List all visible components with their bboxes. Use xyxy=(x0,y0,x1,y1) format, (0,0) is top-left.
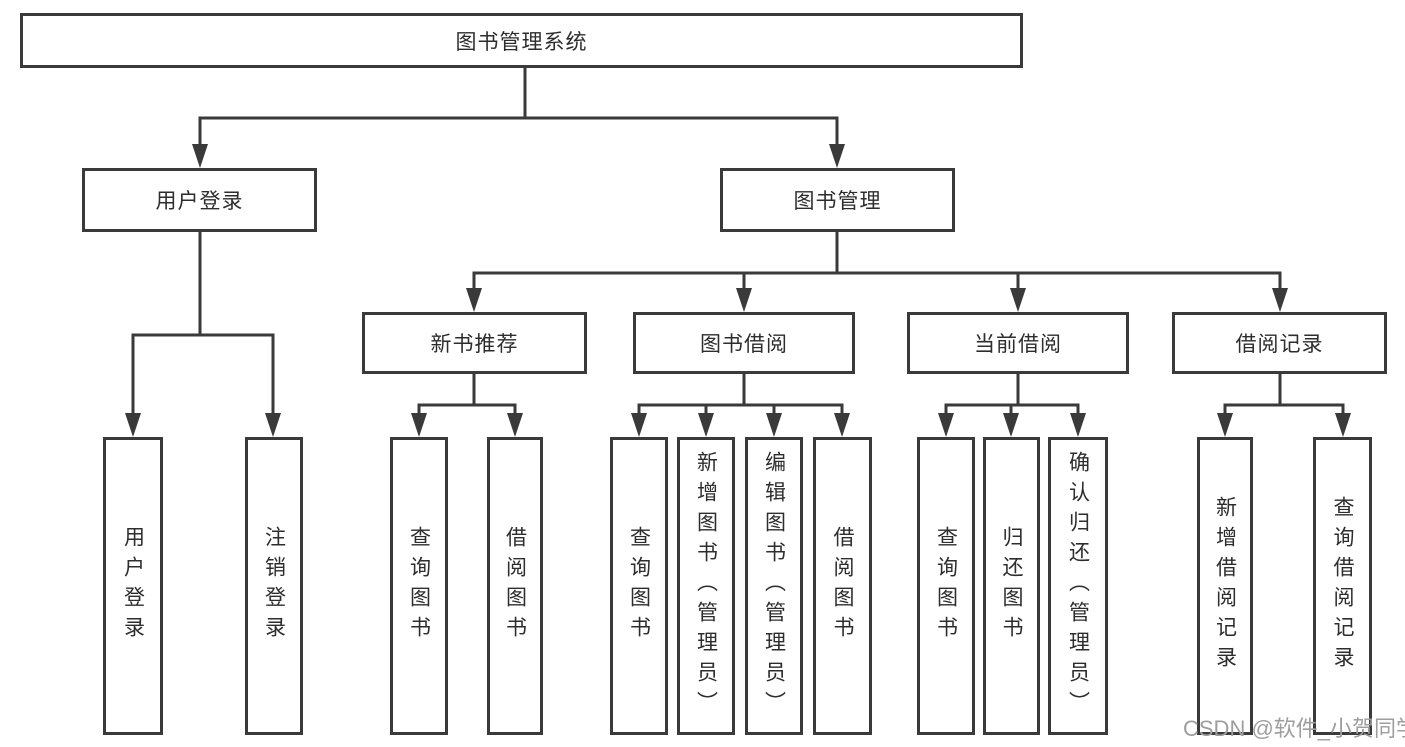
leaf-query-borrow-record: 查询借阅记录 xyxy=(1313,437,1372,735)
node-label: 当前借阅 xyxy=(974,333,1062,356)
leaf-query-books-current: 查询图书 xyxy=(917,437,975,735)
arrow-down-icon xyxy=(834,413,850,437)
leaf-confirm-return-admin: 确认归还（管理员） xyxy=(1048,437,1108,735)
arrow-down-icon xyxy=(938,413,954,437)
node-book-management: 图书管理 xyxy=(720,168,955,232)
csdn-watermark: CSDN @软件_小贺同学 xyxy=(1183,716,1405,741)
arrow-down-icon xyxy=(736,288,752,312)
node-label: 新书推荐 xyxy=(430,333,519,356)
arrow-down-icon xyxy=(1070,413,1086,437)
node-label: 查询借阅记录 xyxy=(1331,496,1354,676)
arrow-down-icon xyxy=(466,288,482,312)
arrow-down-icon xyxy=(125,413,141,437)
node-label: 用户登录 xyxy=(121,526,145,646)
arrow-down-icon xyxy=(1272,288,1288,312)
node-label: 用户登录 xyxy=(155,190,244,213)
arrow-down-icon xyxy=(507,413,523,437)
node-label: 查询图书 xyxy=(627,526,651,646)
arrow-down-icon xyxy=(829,144,845,168)
arrow-down-icon xyxy=(192,144,208,168)
node-label: 注销登录 xyxy=(262,526,286,646)
node-label: 借阅图书 xyxy=(831,526,854,646)
leaf-query-books-borrowing: 查询图书 xyxy=(610,437,668,735)
arrow-down-icon xyxy=(1010,288,1026,312)
node-label: 编辑图书（管理员） xyxy=(762,451,786,721)
node-label: 借阅记录 xyxy=(1235,333,1324,356)
node-label: 图书管理系统 xyxy=(455,30,588,54)
node-label: 确认归还（管理员） xyxy=(1066,451,1090,721)
arrow-down-icon xyxy=(265,413,281,437)
leaf-logout: 注销登录 xyxy=(245,437,303,735)
arrow-down-icon xyxy=(1217,413,1233,437)
leaf-query-books-recommend: 查询图书 xyxy=(390,437,448,735)
leaf-borrow-books-recommend: 借阅图书 xyxy=(487,437,543,735)
node-new-book-recommendation: 新书推荐 xyxy=(362,312,587,374)
leaf-return-books: 归还图书 xyxy=(983,437,1040,735)
node-label: 图书借阅 xyxy=(700,333,788,356)
leaf-borrow-books-borrowing: 借阅图书 xyxy=(813,437,872,735)
leaf-user-login: 用户登录 xyxy=(103,437,163,735)
arrow-down-icon xyxy=(766,413,782,437)
arrow-down-icon xyxy=(698,413,714,437)
arrow-down-icon xyxy=(411,413,427,437)
leaf-edit-books-admin: 编辑图书（管理员） xyxy=(745,437,803,735)
node-borrowing-records: 借阅记录 xyxy=(1172,312,1387,374)
node-label: 查询图书 xyxy=(934,526,958,646)
arrow-down-icon xyxy=(1003,413,1019,437)
node-label: 新增图书（管理员） xyxy=(694,451,718,721)
node-current-borrowing: 当前借阅 xyxy=(907,312,1129,374)
node-library-management-system: 图书管理系统 xyxy=(20,13,1023,68)
arrowheads xyxy=(125,144,1351,437)
connector-lines xyxy=(131,68,1345,415)
arrow-down-icon xyxy=(1335,413,1351,437)
node-label: 图书管理 xyxy=(793,190,882,213)
node-label: 新增借阅记录 xyxy=(1213,496,1237,676)
arrow-down-icon xyxy=(631,413,647,437)
node-book-borrowing: 图书借阅 xyxy=(633,312,855,374)
node-user-login: 用户登录 xyxy=(82,168,317,232)
leaf-add-books-admin: 新增图书（管理员） xyxy=(677,437,735,735)
leaf-add-borrow-record: 新增借阅记录 xyxy=(1197,437,1253,735)
node-label: 查询图书 xyxy=(407,526,431,646)
node-label: 借阅图书 xyxy=(503,526,527,646)
node-label: 归还图书 xyxy=(1000,526,1023,646)
